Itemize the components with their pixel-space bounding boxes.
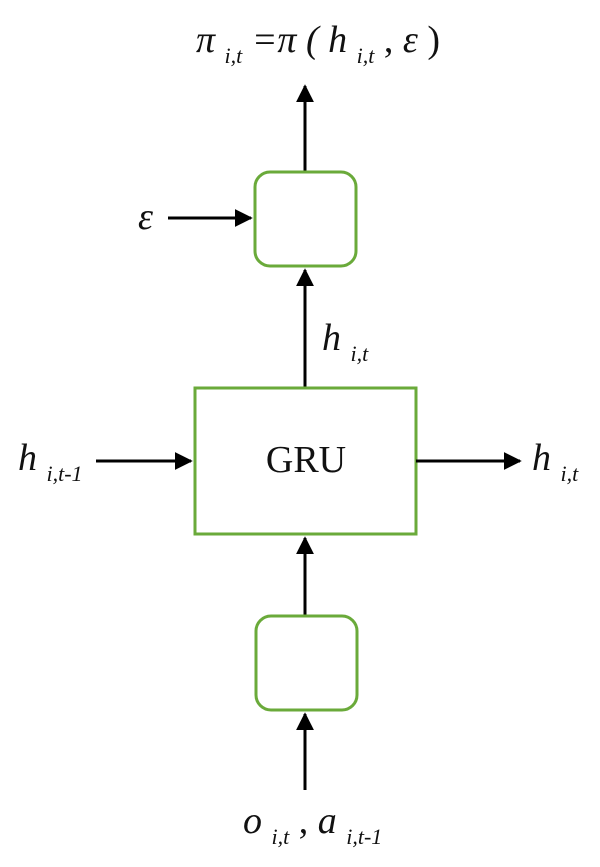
hidden-out-subscript: i,t	[561, 461, 580, 486]
hidden-up-subscript: i,t	[351, 341, 370, 366]
policy-output-formula: π i,t =π ( h i,t , ε )	[196, 19, 440, 72]
gru-box	[193, 386, 418, 536]
equals-pi: =π (	[252, 19, 321, 61]
input-comma: ,	[299, 800, 318, 842]
hidden-in-subscript: i,t-1	[47, 461, 83, 486]
observation-o: o	[243, 800, 262, 842]
gru-label: GRU	[266, 439, 346, 481]
policy-head-box	[253, 170, 358, 268]
hidden-out-h: h	[532, 437, 551, 479]
action-a: a	[318, 800, 337, 842]
observation-action-input-label: o i,t , a i,t-1	[243, 800, 382, 853]
formula-separator: ,	[384, 19, 403, 61]
hidden-state-in-label: h i,t-1	[18, 437, 83, 486]
epsilon-symbol: ε	[403, 19, 418, 61]
hidden-up-h: h	[322, 317, 341, 359]
hidden-state-up-label: h i,t	[322, 317, 369, 366]
input-encoder-box	[254, 614, 359, 712]
hidden-state-out-label: h i,t	[532, 437, 579, 486]
action-subscript: i,t-1	[346, 824, 382, 849]
pi-subscript: i,t	[225, 43, 244, 68]
h-symbol: h	[328, 19, 347, 61]
pi-symbol: π	[196, 19, 216, 61]
observation-subscript: i,t	[272, 824, 291, 849]
h-subscript: i,t	[357, 43, 376, 68]
noise-input-label: ε	[138, 196, 153, 238]
hidden-in-h: h	[18, 437, 37, 479]
formula-close-paren: )	[427, 19, 440, 61]
